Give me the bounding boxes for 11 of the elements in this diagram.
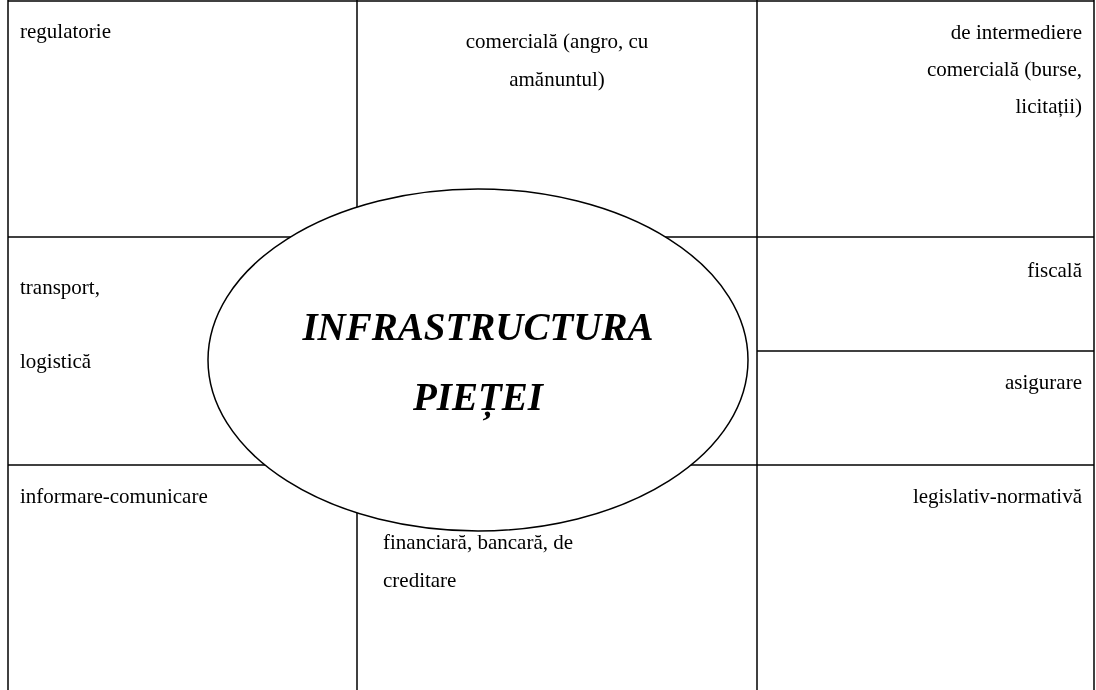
ellipse-title: INFRASTRUCTURA PIEȚEI (288, 292, 668, 432)
cell-text: informare-comunicare (20, 483, 209, 510)
cell-text: fiscală (1026, 257, 1082, 284)
cell-text: financiară, bancară, de creditare (383, 529, 575, 594)
cell-text: de intermediere comercială (burse, licitații) (925, 19, 1082, 120)
cell-text: comercială (angro, cu amănuntul) (464, 28, 650, 93)
cell-text: transport, logistică (20, 274, 101, 375)
cell-text: legislativ-normativă (911, 483, 1082, 510)
cell-text: regulatorie (20, 18, 112, 45)
cell-text: asigurare (1004, 369, 1082, 396)
central-ellipse (207, 188, 749, 532)
